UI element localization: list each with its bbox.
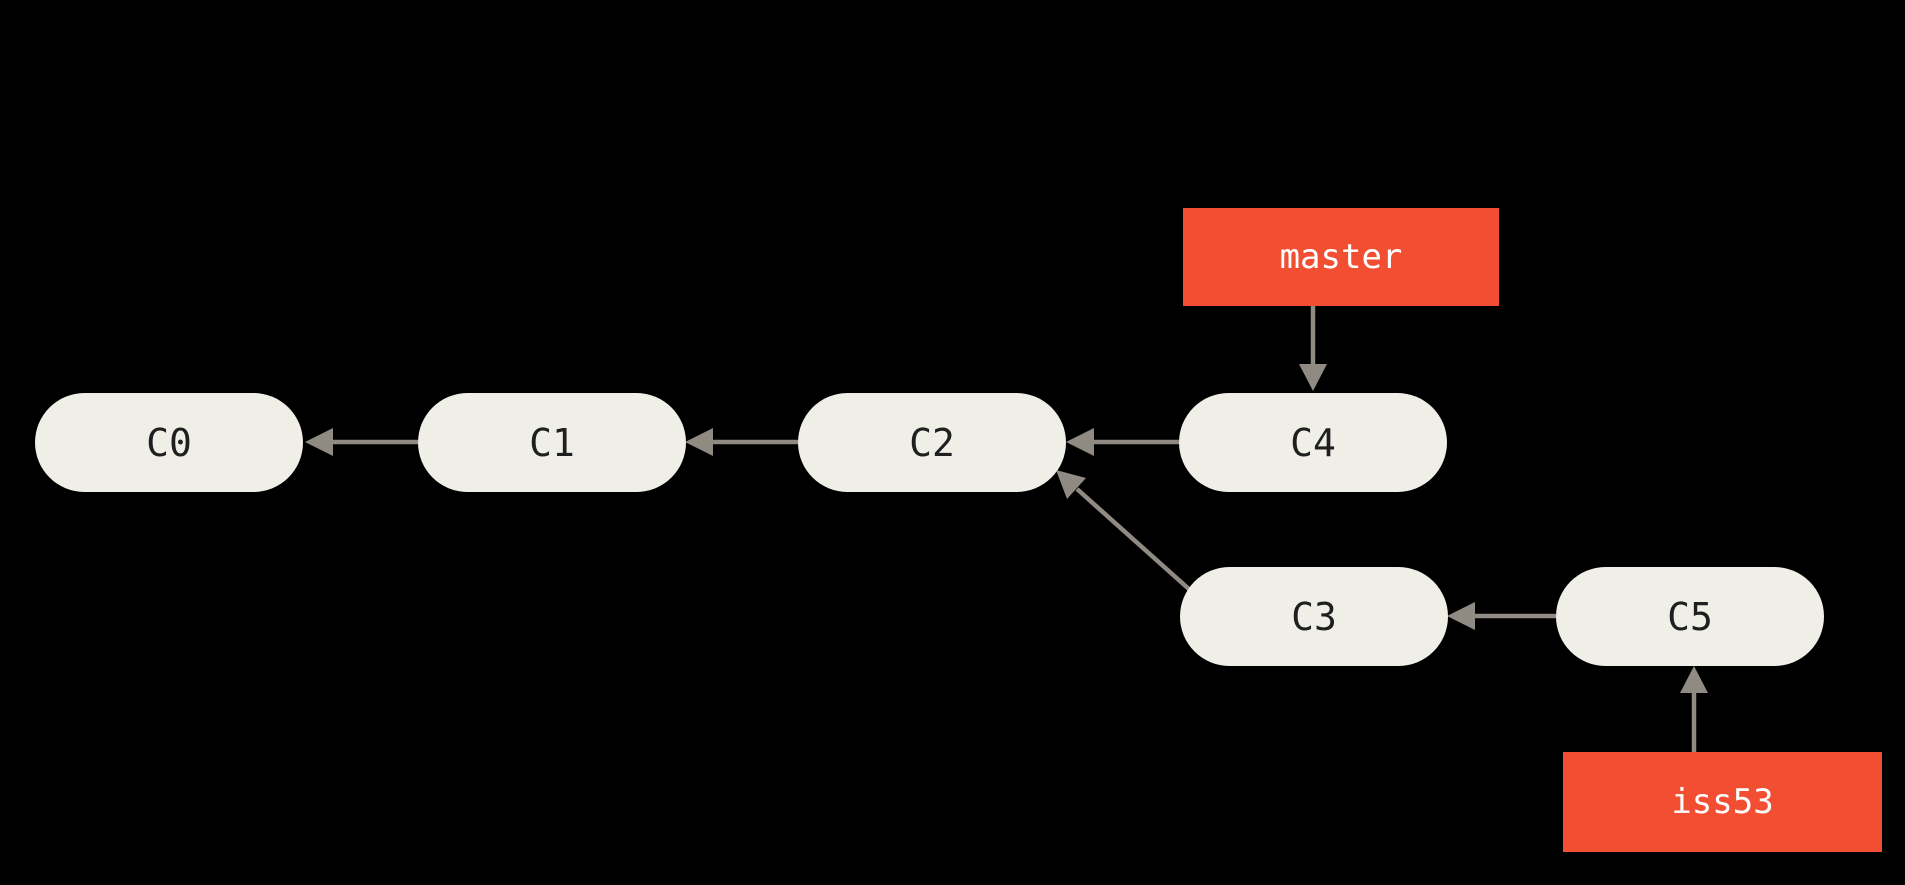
arrow-c5-to-c3: [1447, 602, 1556, 630]
arrow-line: [1075, 487, 1192, 592]
arrowhead-icon: [685, 428, 713, 456]
arrowhead-icon: [305, 428, 333, 456]
branch-label-text: iss53: [1671, 782, 1774, 822]
arrow-c2-to-c1: [685, 428, 798, 456]
commit-label: C1: [529, 420, 575, 465]
arrow-c4-to-c2: [1066, 428, 1179, 456]
commit-node-c3: C3: [1180, 567, 1448, 666]
commit-node-c2: C2: [798, 393, 1066, 492]
commit-label: C0: [146, 420, 192, 465]
arrowhead-icon: [1680, 666, 1708, 693]
branch-label-iss53: iss53: [1563, 752, 1882, 852]
branch-label-master: master: [1183, 208, 1499, 306]
commit-label: C4: [1290, 420, 1336, 465]
commit-node-c4: C4: [1179, 393, 1447, 492]
arrow-c3-to-c2: [1056, 470, 1192, 592]
arrowhead-icon: [1299, 364, 1327, 391]
commit-node-c5: C5: [1556, 567, 1824, 666]
commit-label: C5: [1667, 594, 1713, 639]
arrowhead-icon: [1066, 428, 1094, 456]
arrow-c1-to-c0: [305, 428, 418, 456]
commit-node-c0: C0: [35, 393, 303, 492]
arrowhead-icon: [1447, 602, 1475, 630]
commit-label: C3: [1291, 594, 1337, 639]
arrow-iss53-to-c5: [1680, 666, 1708, 752]
commit-node-c1: C1: [418, 393, 686, 492]
arrow-master-to-c4: [1299, 306, 1327, 391]
arrowhead-icon: [1056, 470, 1086, 499]
commit-label: C2: [909, 420, 955, 465]
branch-label-text: master: [1279, 237, 1403, 277]
